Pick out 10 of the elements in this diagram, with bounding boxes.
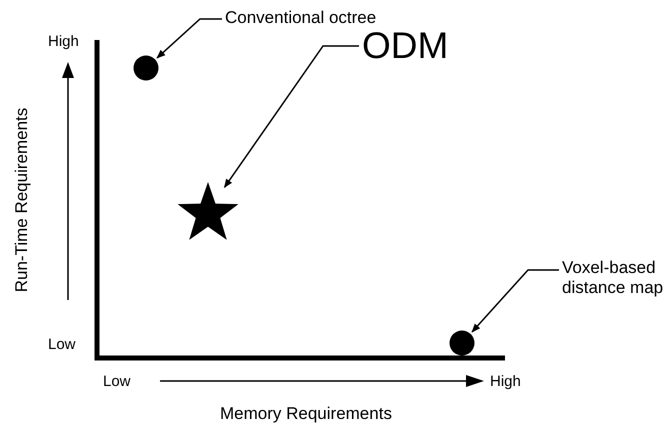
axis-tick-label: Low [103,373,131,390]
callout-label: Voxel-based distance map [562,258,667,300]
axis-tick-label: High [48,33,79,50]
leader-line [472,269,559,333]
leader-line [224,45,359,188]
axis-title: Run-Time Requirements [12,108,32,292]
leader-line [156,18,222,58]
axis-tick-label: Low [48,336,76,354]
axis-tick-label: High [490,373,521,390]
axis-title: Memory Requirements [220,404,392,424]
